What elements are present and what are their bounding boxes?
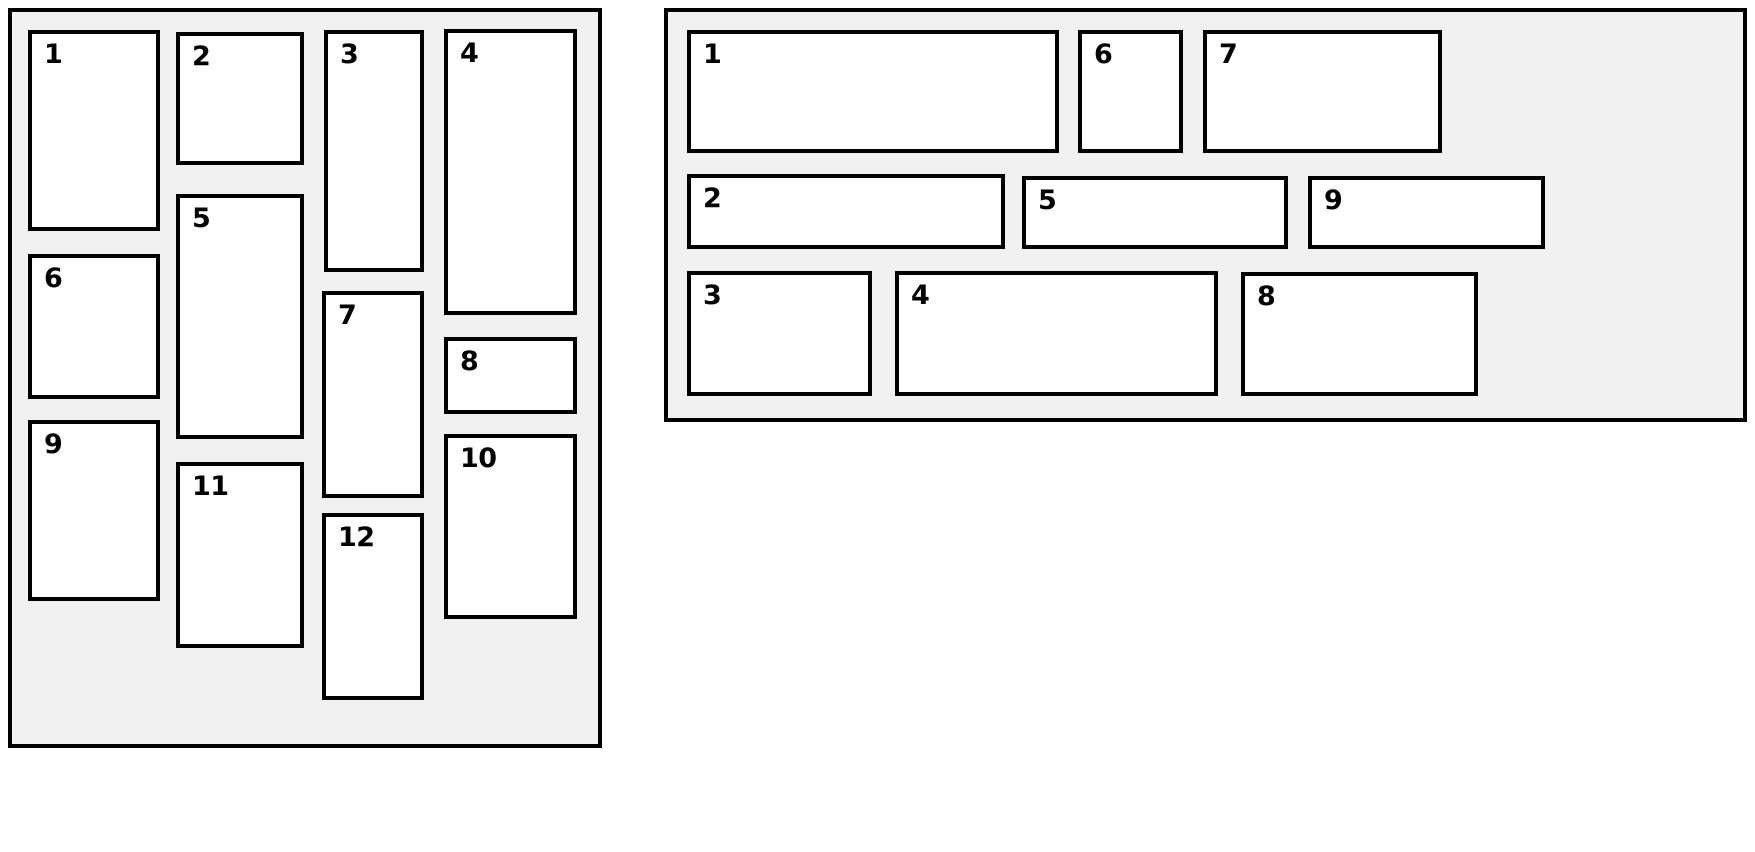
region-box-9[interactable]: 9 xyxy=(28,420,160,601)
region-box-10[interactable]: 10 xyxy=(444,434,577,619)
region-box-8[interactable]: 8 xyxy=(1241,272,1478,396)
region-box-2[interactable]: 2 xyxy=(687,174,1005,249)
region-box-label: 1 xyxy=(703,39,722,70)
region-box-label: 6 xyxy=(44,263,63,294)
region-box-5[interactable]: 5 xyxy=(1022,176,1288,249)
region-box-label: 5 xyxy=(1038,185,1057,216)
region-box-label: 6 xyxy=(1094,39,1113,70)
region-box-6[interactable]: 6 xyxy=(1078,30,1183,153)
right-panel: 1 6 7 2 5 9 3 4 8 xyxy=(664,8,1747,422)
region-box-3[interactable]: 3 xyxy=(687,271,872,396)
region-box-label: 7 xyxy=(1219,39,1238,70)
region-box-1[interactable]: 1 xyxy=(28,30,160,231)
region-box-9[interactable]: 9 xyxy=(1308,176,1545,249)
region-box-label: 2 xyxy=(192,41,211,72)
region-box-label: 12 xyxy=(338,522,375,553)
region-box-label: 4 xyxy=(460,38,479,69)
region-box-label: 5 xyxy=(192,203,211,234)
region-box-1[interactable]: 1 xyxy=(687,30,1059,153)
region-box-label: 3 xyxy=(703,280,722,311)
region-box-6[interactable]: 6 xyxy=(28,254,160,399)
region-box-5[interactable]: 5 xyxy=(176,194,304,439)
region-box-12[interactable]: 12 xyxy=(322,513,424,700)
region-box-11[interactable]: 11 xyxy=(176,462,304,648)
region-box-label: 4 xyxy=(911,280,930,311)
region-box-7[interactable]: 7 xyxy=(322,291,424,498)
region-box-label: 9 xyxy=(1324,185,1343,216)
region-box-label: 10 xyxy=(460,443,497,474)
region-box-7[interactable]: 7 xyxy=(1203,30,1442,153)
region-box-label: 2 xyxy=(703,183,722,214)
region-box-label: 11 xyxy=(192,471,229,502)
region-box-label: 3 xyxy=(340,39,359,70)
region-box-3[interactable]: 3 xyxy=(324,30,424,272)
region-box-8[interactable]: 8 xyxy=(444,337,577,414)
region-box-4[interactable]: 4 xyxy=(444,29,577,315)
region-box-label: 8 xyxy=(1257,281,1276,312)
region-box-label: 7 xyxy=(338,300,357,331)
region-box-label: 1 xyxy=(44,39,63,70)
region-box-2[interactable]: 2 xyxy=(176,32,304,165)
region-box-label: 8 xyxy=(460,346,479,377)
region-box-4[interactable]: 4 xyxy=(895,271,1218,396)
region-box-label: 9 xyxy=(44,429,63,460)
